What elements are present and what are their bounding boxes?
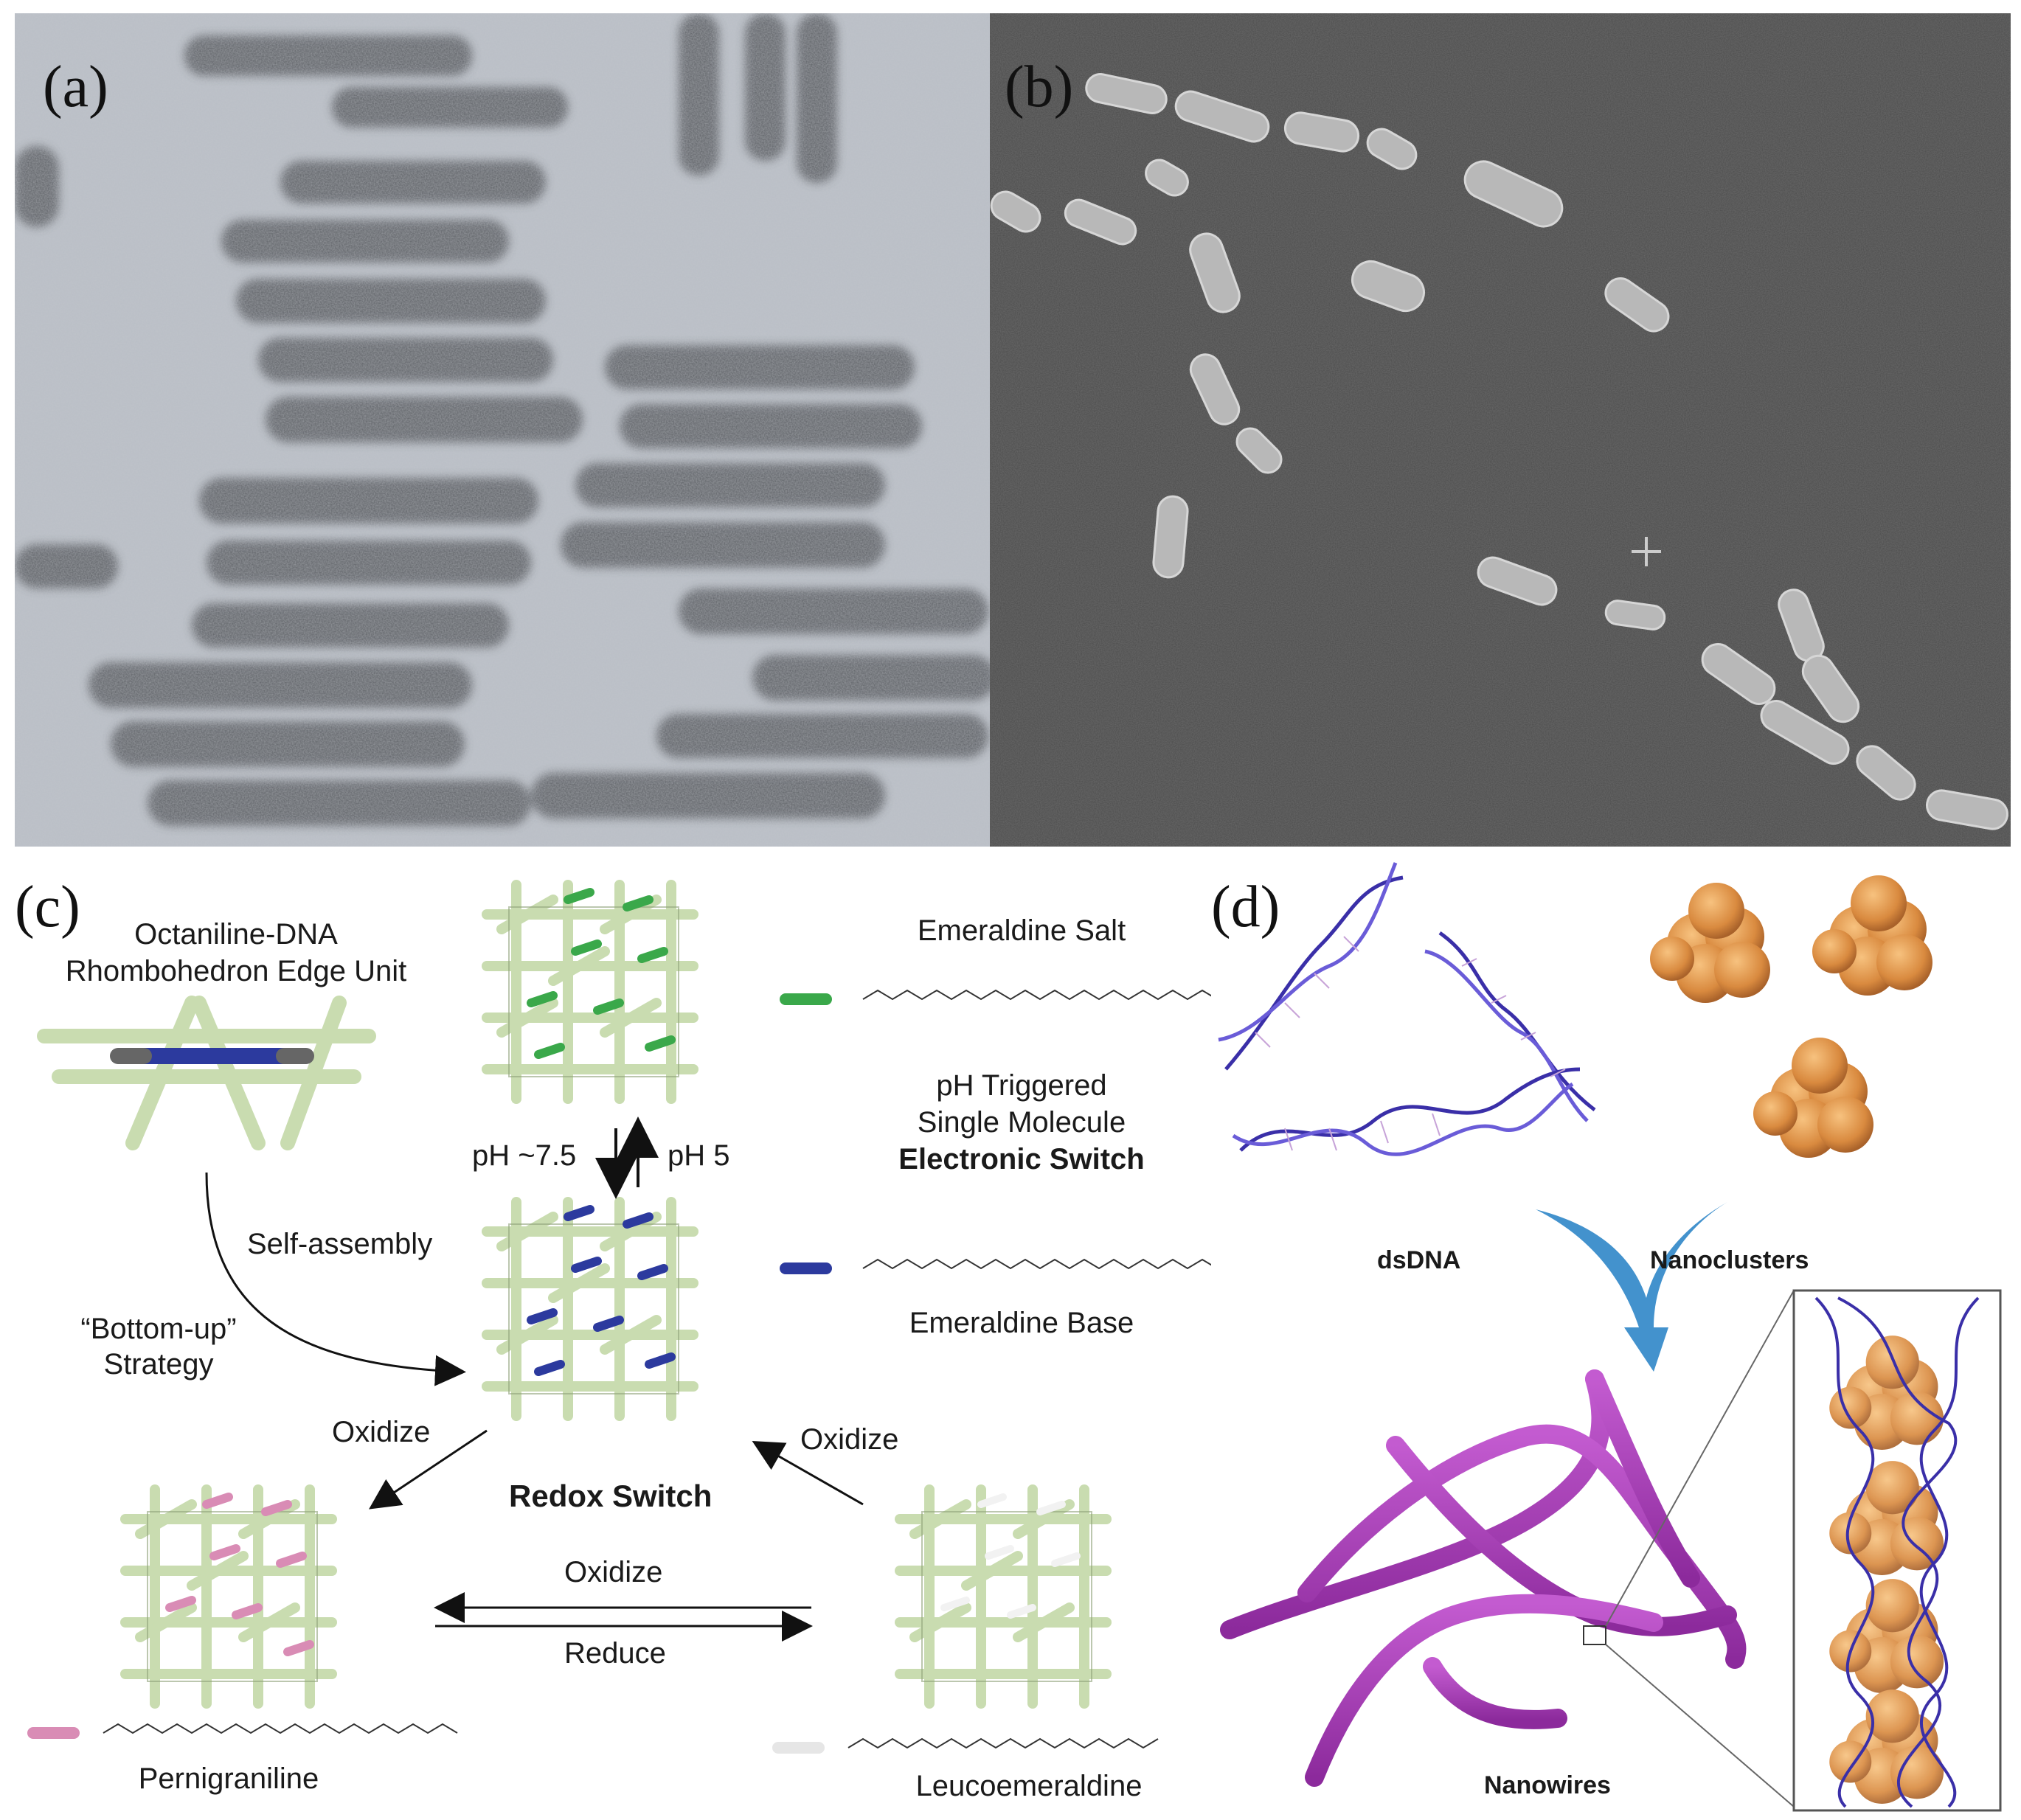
- oxidize-right-arrow: [752, 1441, 864, 1506]
- lattice-leucoemeraldine: [900, 1490, 1106, 1703]
- panel-d-graphics: [1218, 862, 2002, 1812]
- dsdna-helices: [1218, 862, 1596, 1156]
- reduce-mid-label: Reduce: [564, 1637, 666, 1670]
- redox-switch-label: Redox Switch: [509, 1479, 713, 1513]
- oxidize-left-label: Oxidize: [332, 1416, 431, 1448]
- oxidize-left-arrow: [369, 1429, 488, 1510]
- panel-c-graphics: [27, 855, 1211, 1754]
- lattice-emeraldine-salt: [487, 885, 693, 1099]
- nanowires: [1220, 1369, 1747, 1787]
- nanoclusters: [1650, 875, 1932, 1158]
- switch-line1: pH Triggered: [936, 1069, 1107, 1102]
- switch-line3: Electronic Switch: [898, 1143, 1145, 1175]
- inset-wire-detail: [1814, 1296, 1980, 1808]
- tem-nanorods-image: [15, 13, 990, 847]
- panel-a-label: (a): [43, 55, 108, 119]
- edge-unit-diagram: [37, 996, 376, 1150]
- pernigraniline-label: Pernigraniline: [138, 1762, 319, 1795]
- lattice-emeraldine-base: [487, 1202, 693, 1416]
- panel-b-sem-image: (b): [990, 13, 2011, 847]
- edge-unit-subtitle: Rhombohedron Edge Unit: [65, 955, 407, 987]
- strategy-line1: “Bottom-up”: [80, 1313, 237, 1345]
- emeraldine-base-structure: [862, 1258, 1211, 1270]
- ph-right-label: pH 5: [668, 1139, 730, 1172]
- nanoclusters-label: Nanoclusters: [1650, 1246, 1809, 1274]
- lattice-pernigraniline: [125, 1490, 332, 1703]
- oxidize-right-label: Oxidize: [800, 1423, 899, 1456]
- self-assembly-label: Self-assembly: [247, 1228, 433, 1260]
- merge-arrow: [1536, 1202, 1727, 1372]
- switch-line2: Single Molecule: [917, 1106, 1126, 1139]
- panel-b-label: (b): [1005, 55, 1074, 119]
- emeraldine-salt-structure: [862, 989, 1211, 1001]
- panel-d-schematic: (d) dsDNA Nanoclusters Nanowires: [1211, 855, 2011, 1814]
- strategy-line2: Strategy: [103, 1348, 214, 1380]
- nanowires-label: Nanowires: [1484, 1771, 1611, 1799]
- sem-nanorods-image: [990, 13, 2011, 847]
- leucoemeraldine-label: Leucoemeraldine: [915, 1770, 1143, 1802]
- leucoemeraldine-structure: [847, 1737, 1159, 1749]
- dsdna-label: dsDNA: [1377, 1246, 1461, 1274]
- self-assembly-arrow: [205, 1172, 466, 1386]
- panel-c-label: (c): [15, 875, 80, 939]
- panel-d-label: (d): [1211, 875, 1280, 939]
- emeraldine-base-label: Emeraldine Base: [909, 1307, 1134, 1339]
- emeraldine-salt-label: Emeraldine Salt: [917, 914, 1126, 947]
- oxidize-mid-label: Oxidize: [564, 1556, 663, 1588]
- ph-left-label: pH ~7.5: [472, 1139, 577, 1172]
- pernigraniline-structure: [103, 1723, 458, 1734]
- edge-unit-title: Octaniline-DNA: [134, 918, 338, 951]
- panel-c-schematic: (c) Octaniline-DNA Rhombohedron Edge Uni…: [15, 855, 1211, 1814]
- panel-a-tem-image: (a): [15, 13, 990, 847]
- crosshair-icon: [1632, 537, 1661, 566]
